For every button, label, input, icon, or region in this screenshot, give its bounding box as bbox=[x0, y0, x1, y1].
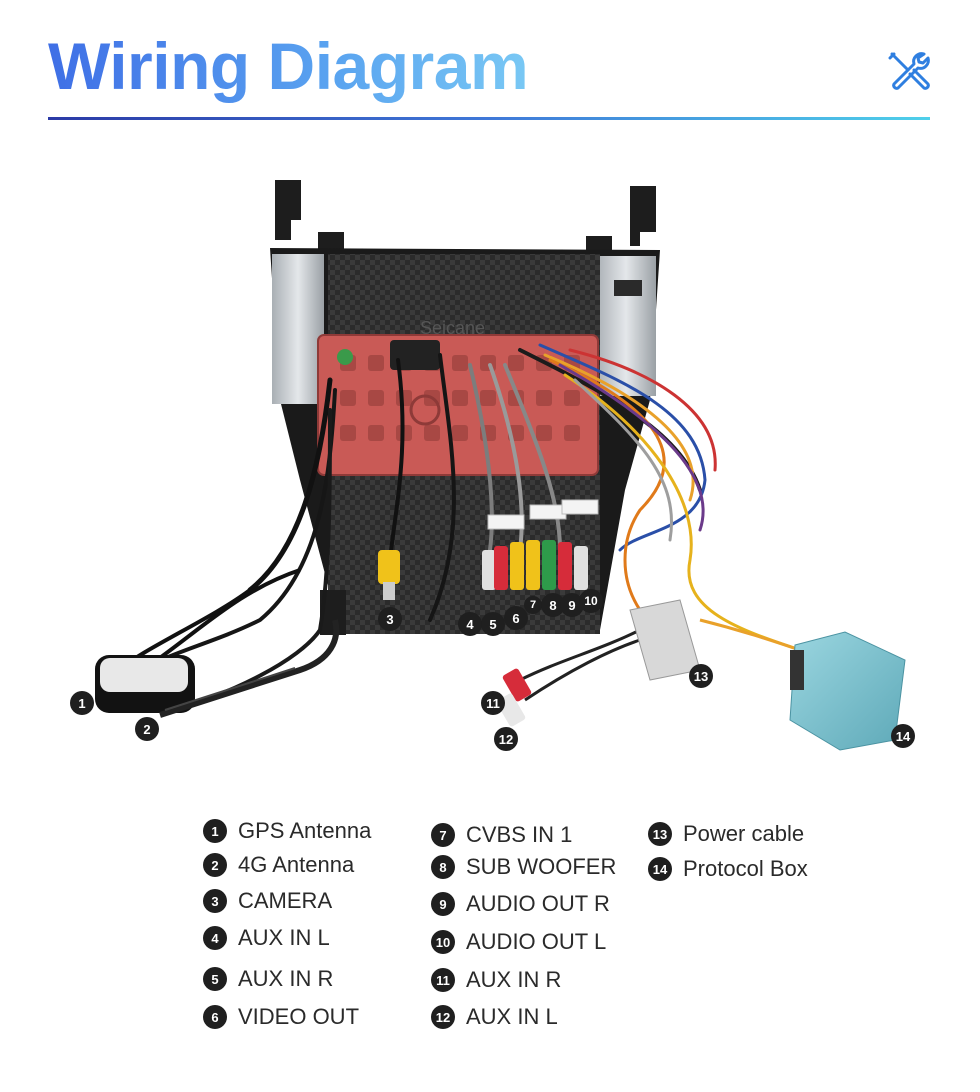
legend-item: 6 VIDEO OUT bbox=[203, 1004, 359, 1030]
legend-label: AUX IN R bbox=[238, 966, 334, 991]
legend-label: AUX IN L bbox=[238, 925, 330, 950]
legend-label: 4G Antenna bbox=[238, 852, 355, 877]
head-unit-photo: Seicane bbox=[95, 180, 906, 751]
callout-5: 5 bbox=[481, 612, 505, 636]
callout-6: 6 bbox=[504, 606, 528, 630]
legend-number: 14 bbox=[648, 857, 672, 881]
callout-7: 7 bbox=[524, 596, 542, 614]
legend-label: SUB WOOFER bbox=[466, 854, 617, 879]
callout-11: 11 bbox=[481, 691, 505, 715]
tools-icon bbox=[888, 52, 930, 90]
legend-label: GPS Antenna bbox=[238, 818, 372, 843]
callout-10: 10 bbox=[579, 589, 603, 613]
legend-number: 3 bbox=[203, 889, 227, 913]
legend-number: 5 bbox=[203, 967, 227, 991]
callout-12: 12 bbox=[494, 727, 518, 751]
legend-label: CAMERA bbox=[238, 888, 333, 913]
legend-item: 7 CVBS IN 1 bbox=[431, 822, 572, 848]
callout-3: 3 bbox=[378, 607, 402, 631]
legend-label: Protocol Box bbox=[683, 856, 808, 881]
legend-number: 4 bbox=[203, 926, 227, 950]
legend-item: 5 AUX IN R bbox=[203, 966, 333, 992]
legend-label: VIDEO OUT bbox=[238, 1004, 360, 1029]
legend-item: 9 AUDIO OUT R bbox=[431, 891, 610, 917]
legend-number: 7 bbox=[431, 823, 455, 847]
legend-item: 1 GPS Antenna bbox=[203, 818, 371, 844]
legend-item: 12 AUX IN L bbox=[431, 1004, 558, 1030]
header-divider bbox=[48, 117, 930, 120]
callout-4: 4 bbox=[458, 612, 482, 636]
legend-number: 11 bbox=[431, 968, 455, 992]
legend-number: 10 bbox=[431, 930, 455, 954]
legend-item: 13 Power cable bbox=[648, 821, 804, 847]
legend-item: 8 SUB WOOFER bbox=[431, 854, 616, 880]
legend-item: 11 AUX IN R bbox=[431, 967, 561, 993]
legend-item: 4 AUX IN L bbox=[203, 925, 330, 951]
callout-13: 13 bbox=[689, 664, 713, 688]
legend-number: 8 bbox=[431, 855, 455, 879]
legend-number: 9 bbox=[431, 892, 455, 916]
svg-text:Seicane: Seicane bbox=[420, 318, 485, 338]
legend-number: 1 bbox=[203, 819, 227, 843]
callout-14: 14 bbox=[891, 724, 915, 748]
legend-label: AUX IN L bbox=[466, 1004, 558, 1029]
legend-number: 6 bbox=[203, 1005, 227, 1029]
legend-label: AUDIO OUT R bbox=[466, 891, 610, 916]
callout-1: 1 bbox=[70, 691, 94, 715]
legend-number: 2 bbox=[203, 853, 227, 877]
legend-label: Power cable bbox=[683, 821, 805, 846]
legend-label: CVBS IN 1 bbox=[466, 822, 573, 847]
page-title: Wiring Diagram bbox=[48, 26, 529, 106]
legend-item: 2 4G Antenna bbox=[203, 852, 354, 878]
legend-number: 13 bbox=[648, 822, 672, 846]
callout-2: 2 bbox=[135, 717, 159, 741]
legend-number: 12 bbox=[431, 1005, 455, 1029]
legend-label: AUDIO OUT L bbox=[466, 929, 607, 954]
legend-item: 14 Protocol Box bbox=[648, 856, 808, 882]
legend-item: 10 AUDIO OUT L bbox=[431, 929, 606, 955]
legend-item: 3 CAMERA bbox=[203, 888, 332, 914]
legend-label: AUX IN R bbox=[466, 967, 562, 992]
